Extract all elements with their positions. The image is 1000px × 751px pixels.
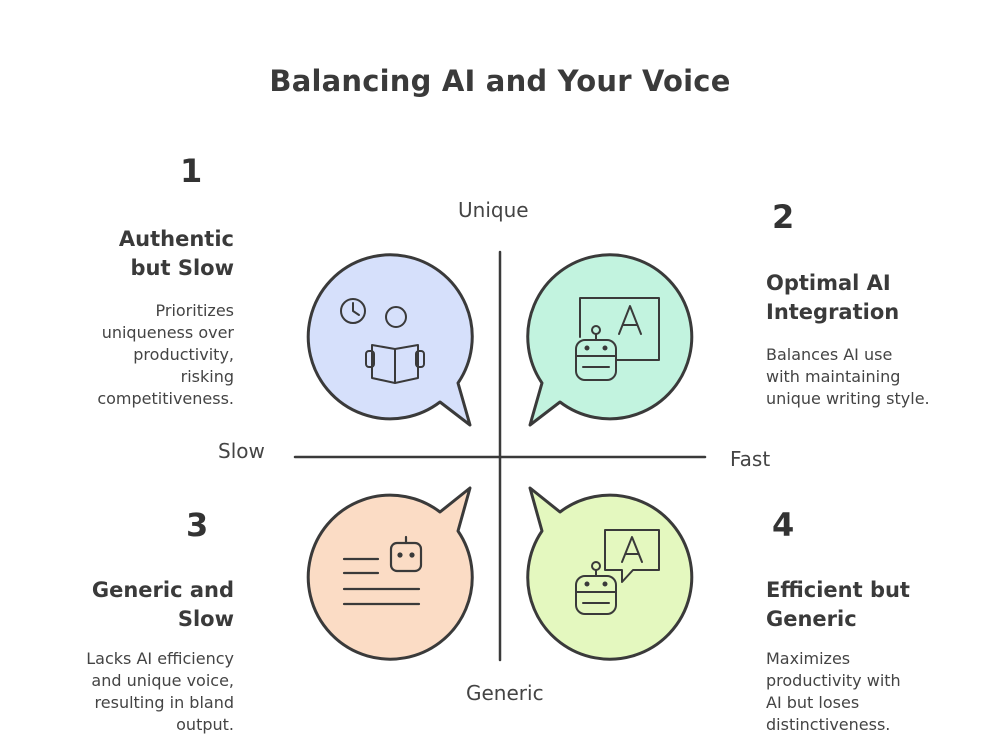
axis-label-left: Slow [218, 439, 265, 463]
quadrant-3-description: Lacks AI efficiency and unique voice, re… [20, 648, 234, 736]
description-line: AI but loses [766, 693, 860, 712]
quadrant-2-number: 2 [772, 198, 795, 236]
quadrant-3-number: 3 [186, 506, 209, 544]
quadrant-3-heading-line: Generic and [91, 578, 234, 602]
person-reading-clock-icon [340, 298, 425, 384]
description-line: competitiveness. [97, 389, 234, 408]
quadrant-4-heading-line: Efficient but [766, 578, 910, 602]
quadrant-4-description: Maximizes productivity with AI but loses… [766, 648, 996, 736]
quadrant-1-heading: Authentic but Slow [40, 225, 234, 283]
quadrant-4-bubble [526, 486, 694, 661]
robot-speech-bubble-icon [575, 529, 660, 615]
description-line: risking [180, 367, 234, 386]
description-line: Maximizes [766, 649, 851, 668]
diagram-title: Balancing AI and Your Voice [269, 64, 731, 98]
quadrant-3-heading-line: Slow [177, 607, 234, 631]
description-line: uniqueness over [101, 323, 234, 342]
quadrant-3-bubble [306, 486, 474, 661]
description-line: productivity with [766, 671, 901, 690]
description-line: Lacks AI efficiency [86, 649, 234, 668]
quadrant-2-heading-line: Optimal AI [766, 271, 891, 295]
quadrant-1-bubble [306, 253, 474, 427]
quadrant-1-heading-line: but Slow [130, 256, 234, 280]
description-line: output. [176, 715, 234, 734]
description-line: Balances AI use [766, 345, 893, 364]
axis-label-bottom: Generic [466, 681, 544, 705]
description-line: unique writing style. [766, 389, 930, 408]
description-line: distinctiveness. [766, 715, 891, 734]
axis-label-top: Unique [458, 198, 529, 222]
axis-label-right: Fast [730, 447, 771, 471]
quadrant-1-number: 1 [180, 152, 203, 190]
quadrant-4-heading-line: Generic [766, 607, 857, 631]
quadrant-1-heading-line: Authentic [118, 227, 234, 251]
quadrant-2-heading: Optimal AI Integration [766, 269, 996, 327]
description-line: resulting in bland [94, 693, 234, 712]
robot-writing-board-icon [575, 297, 660, 381]
description-line: with maintaining [766, 367, 901, 386]
quadrant-1-description: Prioritizes uniqueness over productivity… [40, 300, 234, 410]
quadrant-4-heading: Efficient but Generic [766, 576, 996, 634]
robot-text-lines-icon [342, 535, 423, 606]
quadrant-2-heading-line: Integration [766, 300, 900, 324]
quadrant-4-number: 4 [772, 506, 795, 544]
description-line: and unique voice, [91, 671, 234, 690]
quadrant-2-description: Balances AI use with maintaining unique … [766, 344, 996, 410]
description-line: productivity, [133, 345, 234, 364]
description-line: Prioritizes [155, 301, 235, 320]
quadrant-3-heading: Generic and Slow [20, 576, 234, 634]
